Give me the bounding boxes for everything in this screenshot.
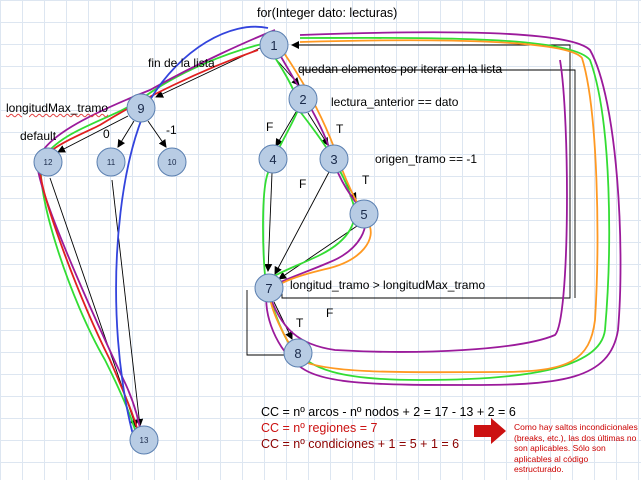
node-label-13: 13	[140, 436, 149, 445]
graph-nodes	[33, 30, 379, 455]
node-label-8: 8	[294, 346, 301, 361]
cc-arcs-formula: CC = nº arcos - nº nodos + 2 = 17 - 13 +…	[261, 405, 516, 419]
edge-5-7	[278, 225, 358, 280]
node-label-11: 11	[107, 158, 116, 167]
node-label-12: 12	[44, 158, 53, 167]
path-purple	[36, 29, 622, 441]
node-7	[254, 273, 284, 303]
origen-tramo-label: origen_tramo == -1	[375, 152, 478, 166]
node-2	[288, 84, 318, 114]
longitud-max-label: longitudMax_tramo	[6, 101, 109, 115]
default-label: default	[20, 129, 57, 143]
node-10	[157, 147, 187, 177]
minus-one-label: -1	[166, 123, 177, 137]
edge-2-3	[307, 112, 329, 146]
node-8	[283, 338, 313, 368]
quedan-label: quedan elementos por iterar en la lista	[298, 62, 503, 76]
zero-label: 0	[103, 127, 110, 141]
branch-t-3-5: T	[362, 173, 370, 187]
node-12	[33, 147, 63, 177]
node-11	[96, 147, 126, 177]
edge-4-7	[264, 172, 273, 272]
edge-2-4	[275, 111, 297, 147]
node-4	[258, 144, 288, 174]
longitud-tramo-label: longitud_tramo > longitudMax_tramo	[290, 278, 486, 292]
node-label-10: 10	[168, 158, 177, 167]
node-3	[319, 144, 349, 174]
edge-11-13	[111, 179, 144, 427]
edge-9-10	[147, 120, 167, 148]
node-label-5: 5	[360, 207, 367, 222]
cc-conditions-formula: CC = nº condiciones + 1 = 5 + 1 = 6	[261, 437, 460, 451]
branch-f-2-4: F	[266, 120, 274, 134]
node-9	[126, 93, 156, 123]
node-label-7: 7	[265, 281, 272, 296]
note-arrow	[474, 418, 506, 444]
edge-9-12	[57, 115, 129, 153]
edge-3-7	[274, 171, 330, 275]
branch-t-2-3: T	[336, 122, 344, 136]
edge-9-11	[117, 120, 135, 148]
node-label-9: 9	[137, 101, 144, 116]
applicability-note: Como hay saltos incondicionales (breaks,…	[514, 422, 638, 474]
node-label-1: 1	[270, 38, 277, 53]
node-5	[349, 199, 379, 229]
branch-f-7-8: F	[326, 306, 334, 320]
node-label-3: 3	[330, 152, 337, 167]
cc-regions-formula: CC = nº regiones = 7	[261, 421, 378, 435]
edge-8-back	[300, 69, 576, 298]
fin-lista-label: fin de la lista	[148, 56, 215, 70]
edge-7-8	[273, 301, 293, 340]
node-13	[129, 425, 159, 455]
node-1	[259, 30, 289, 60]
branch-f-3-7: F	[299, 177, 307, 191]
branch-t-7-8: T	[296, 316, 304, 330]
path-blue	[115, 25, 269, 446]
node-label-2: 2	[299, 92, 306, 107]
for-loop-label: for(Integer dato: lecturas)	[257, 6, 398, 20]
edge-8-loop	[246, 290, 285, 356]
lectura-anterior-label: lectura_anterior == dato	[331, 95, 459, 109]
edge-7-loop	[281, 41, 571, 299]
execution-paths	[36, 25, 622, 446]
path-green	[40, 36, 611, 441]
path-orange	[269, 39, 599, 374]
node-label-4: 4	[269, 152, 276, 167]
